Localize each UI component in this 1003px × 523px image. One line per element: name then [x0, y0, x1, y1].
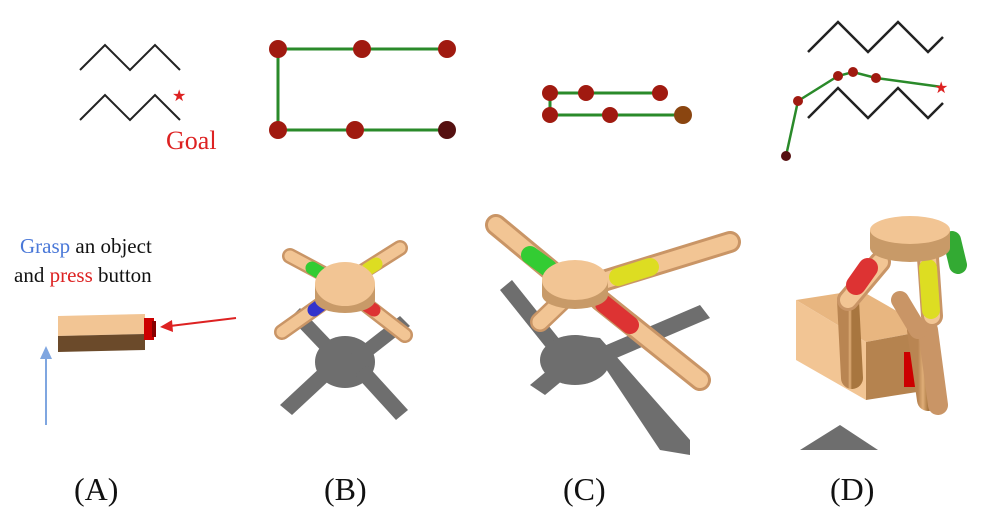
path-node-end: [438, 121, 456, 139]
path-node: [353, 40, 371, 58]
path-node: [269, 121, 287, 139]
object-block: [58, 314, 156, 352]
path-node: [871, 73, 881, 83]
panel-a: ★ Goal Grasp an object and press button: [14, 43, 237, 425]
task-line-2-rest: button: [93, 263, 152, 287]
zigzag-top: [79, 43, 181, 72]
ant-robot-b: [274, 240, 413, 343]
panel-c: [485, 85, 741, 455]
ant-robot-d: [837, 216, 967, 415]
zigzag-bottom: [807, 86, 944, 120]
path-node: [269, 40, 287, 58]
task-line-1: Grasp an object: [20, 234, 152, 258]
grasp-word: Grasp: [20, 234, 70, 258]
caption-b: (B): [324, 471, 367, 507]
task-line-1-rest: an object: [70, 234, 152, 258]
task-line-2-lead: and: [14, 263, 50, 287]
zigzag-top: [807, 20, 944, 54]
panel-b: [269, 40, 456, 420]
path-b: [276, 47, 447, 132]
goal-star-icon: ★: [934, 78, 948, 97]
caption-a: (A): [74, 471, 118, 507]
path-node-end: [674, 106, 692, 124]
path-node: [602, 107, 618, 123]
press-word: press: [50, 263, 93, 287]
caption-c: (C): [563, 471, 606, 507]
path-node-start: [781, 151, 791, 161]
goal-star-icon: ★: [172, 86, 186, 105]
panel-d: ★: [781, 20, 967, 450]
ant-robot-c: [485, 214, 741, 391]
zigzag-bottom: [79, 93, 181, 122]
path-node: [578, 85, 594, 101]
path-node: [438, 40, 456, 58]
path-d: [784, 70, 943, 157]
goal-label: Goal: [166, 126, 217, 155]
path-node: [346, 121, 364, 139]
path-node: [848, 67, 858, 77]
path-node: [542, 107, 558, 123]
press-arrow: [160, 317, 237, 332]
path-node: [833, 71, 843, 81]
caption-d: (D): [830, 471, 874, 507]
press-button: [144, 318, 154, 340]
path-node: [652, 85, 668, 101]
ant-shadow-d: [800, 425, 878, 450]
path-node: [542, 85, 558, 101]
grasp-arrow: [40, 346, 52, 425]
task-line-2: and press button: [14, 263, 152, 287]
path-node: [793, 96, 803, 106]
